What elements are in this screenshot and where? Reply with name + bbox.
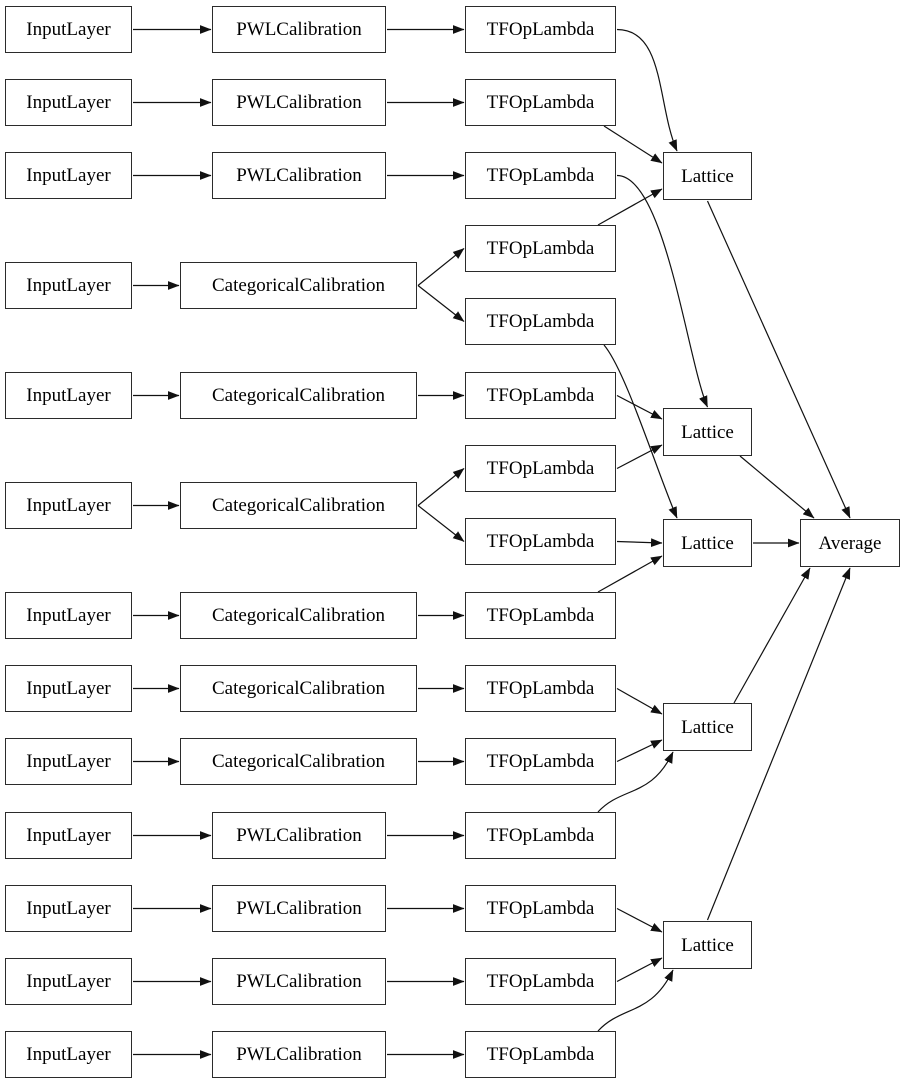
node-lattice-lat5: Lattice	[663, 921, 752, 969]
node-tfoplambda-t13: TFOpLambda	[465, 885, 616, 932]
node-inputlayer-in1: InputLayer	[5, 6, 132, 53]
node-inputlayer-in10: InputLayer	[5, 812, 132, 859]
node-average-avg: Average	[800, 519, 900, 567]
node-tfoplambda-t3: TFOpLambda	[465, 152, 616, 199]
edge-t8-lat3	[616, 538, 663, 548]
edge-t4-lat1	[597, 188, 663, 226]
node-inputlayer-in11: InputLayer	[5, 885, 132, 932]
edge-cat3-t8	[417, 505, 465, 542]
edge-lat5-avg	[706, 567, 851, 921]
node-categoricalcalibration-cat6: CategoricalCalibration	[180, 738, 417, 785]
edge-t6-lat2	[616, 394, 663, 420]
node-categoricalcalibration-cat3: CategoricalCalibration	[180, 482, 417, 529]
node-lattice-lat1: Lattice	[663, 152, 752, 200]
edge-t10-lat4	[616, 687, 663, 715]
node-categoricalcalibration-cat5: CategoricalCalibration	[180, 665, 417, 712]
edge-cat1-t5	[417, 285, 465, 322]
edge-t14-lat5	[616, 957, 663, 983]
node-tfoplambda-t8: TFOpLambda	[465, 518, 616, 565]
node-pwlcalibration-pwl1: PWLCalibration	[212, 6, 386, 53]
node-inputlayer-in12: InputLayer	[5, 958, 132, 1005]
node-inputlayer-in3: InputLayer	[5, 152, 132, 199]
node-inputlayer-in5: InputLayer	[5, 372, 132, 419]
edge-t3-lat2	[616, 174, 709, 408]
node-pwlcalibration-pwl3: PWLCalibration	[212, 152, 386, 199]
edge-t13-lat5	[616, 907, 663, 933]
node-pwlcalibration-pwl7: PWLCalibration	[212, 1031, 386, 1078]
edge-cat1-t4	[417, 248, 465, 286]
node-inputlayer-in13: InputLayer	[5, 1031, 132, 1078]
node-inputlayer-in7: InputLayer	[5, 592, 132, 639]
node-lattice-lat4: Lattice	[663, 703, 752, 751]
node-tfoplambda-t6: TFOpLambda	[465, 372, 616, 419]
edge-t7-lat2	[616, 444, 663, 470]
node-pwlcalibration-pwl6: PWLCalibration	[212, 958, 386, 1005]
node-tfoplambda-t1: TFOpLambda	[465, 6, 616, 53]
node-pwlcalibration-pwl4: PWLCalibration	[212, 812, 386, 859]
node-pwlcalibration-pwl5: PWLCalibration	[212, 885, 386, 932]
node-tfoplambda-t14: TFOpLambda	[465, 958, 616, 1005]
node-lattice-lat2: Lattice	[663, 408, 752, 456]
node-tfoplambda-t9: TFOpLambda	[465, 592, 616, 639]
edge-lat2-avg	[739, 455, 815, 519]
edge-lat1-avg	[706, 200, 851, 519]
node-inputlayer-in2: InputLayer	[5, 79, 132, 126]
edge-t15-lat5	[597, 969, 674, 1032]
node-tfoplambda-t7: TFOpLambda	[465, 445, 616, 492]
node-tfoplambda-t2: TFOpLambda	[465, 79, 616, 126]
node-tfoplambda-t12: TFOpLambda	[465, 812, 616, 859]
edge-lat4-avg	[733, 567, 811, 704]
node-inputlayer-in9: InputLayer	[5, 738, 132, 785]
edge-t12-lat4	[597, 751, 674, 813]
node-categoricalcalibration-cat1: CategoricalCalibration	[180, 262, 417, 309]
edge-t5-lat3	[603, 344, 678, 519]
node-tfoplambda-t11: TFOpLambda	[465, 738, 616, 785]
node-tfoplambda-t15: TFOpLambda	[465, 1031, 616, 1078]
node-categoricalcalibration-cat4: CategoricalCalibration	[180, 592, 417, 639]
node-lattice-lat3: Lattice	[663, 519, 752, 567]
node-tfoplambda-t10: TFOpLambda	[465, 665, 616, 712]
node-inputlayer-in6: InputLayer	[5, 482, 132, 529]
node-inputlayer-in4: InputLayer	[5, 262, 132, 309]
node-inputlayer-in8: InputLayer	[5, 665, 132, 712]
edge-t1-lat1	[616, 28, 678, 152]
node-pwlcalibration-pwl2: PWLCalibration	[212, 79, 386, 126]
node-tfoplambda-t4: TFOpLambda	[465, 225, 616, 272]
edge-t2-lat1	[603, 125, 663, 164]
edge-t9-lat3	[597, 555, 663, 593]
node-tfoplambda-t5: TFOpLambda	[465, 298, 616, 345]
node-categoricalcalibration-cat2: CategoricalCalibration	[180, 372, 417, 419]
edge-t11-lat4	[616, 739, 663, 763]
edge-cat3-t7	[417, 468, 465, 506]
